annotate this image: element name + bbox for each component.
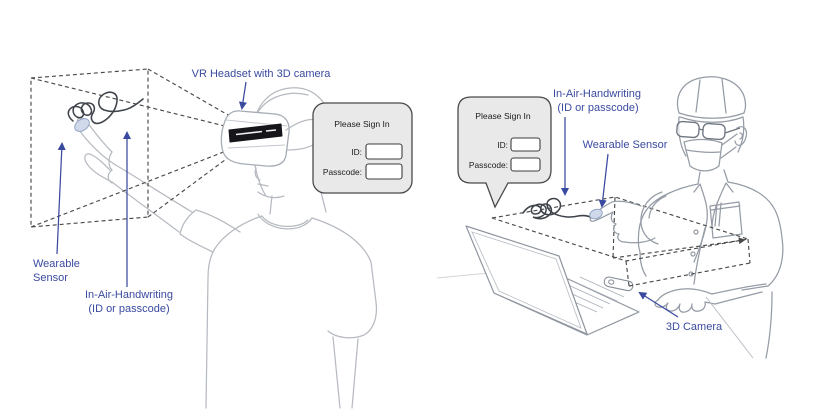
laptop-screen	[465, 225, 588, 335]
wearable-sensor-arrow	[56, 141, 66, 255]
wearable-sensor-arrow-right	[598, 153, 609, 209]
passcode-label: Passcode:	[323, 167, 362, 177]
fingertip-sensor-right	[589, 208, 603, 220]
3d-camera-device	[603, 276, 634, 292]
left-scene: Please Sign In ID: Passcode: VR Headset …	[30, 68, 413, 409]
handwriting-label-line1: In-Air-Handwriting	[85, 289, 173, 301]
id-label: ID:	[351, 147, 362, 157]
right-scene: Please Sign In ID: Passcode: In-Air-Hand…	[436, 76, 784, 359]
person-sketch	[76, 87, 378, 409]
bubble-passcode-label: Passcode:	[469, 160, 508, 170]
signin-bubble: Please Sign In ID: Passcode:	[457, 96, 552, 209]
pointing-hand	[76, 117, 115, 184]
capture-plane	[30, 68, 149, 228]
handwriting-label-line2: (ID or passcode)	[88, 303, 169, 315]
bubble-id-input-box	[510, 137, 541, 152]
bubble-title: Please Sign In	[475, 111, 531, 121]
passcode-input-box	[365, 163, 403, 180]
headset-label: VR Headset with 3D camera	[192, 68, 332, 80]
dialog-title: Please Sign In	[334, 119, 390, 129]
bubble-id-label: ID:	[497, 140, 508, 150]
id-input-box	[365, 143, 403, 160]
handwriting-label-right-line2: (ID or passcode)	[557, 102, 638, 114]
table-edge	[705, 296, 754, 359]
laptop-sketch	[436, 225, 640, 336]
writing-hand	[589, 191, 667, 245]
fingertip-sensor	[74, 118, 90, 132]
bubble-passcode-input-box	[510, 157, 541, 172]
wearable-sensor-label-right: Wearable Sensor	[583, 139, 668, 151]
camera-label: 3D Camera	[666, 321, 723, 333]
in-air-handwriting-trace-right	[522, 197, 593, 220]
camera-arrow	[638, 291, 679, 318]
wearable-sensor-label-line2: Sensor	[33, 272, 68, 284]
in-air-handwriting-trace	[67, 91, 144, 125]
signin-dialog: Please Sign In ID: Passcode:	[312, 102, 413, 194]
doctor-sketch	[637, 76, 784, 359]
resting-hand	[654, 288, 716, 313]
headset-arrow	[238, 81, 247, 111]
handwriting-label-right-line1: In-Air-Handwriting	[553, 88, 641, 100]
face-mask	[683, 133, 738, 172]
vr-headset	[220, 110, 317, 167]
wearable-sensor-label-line1: Wearable	[33, 258, 80, 270]
goggles	[676, 120, 741, 141]
laptop-keyboard	[551, 276, 625, 313]
